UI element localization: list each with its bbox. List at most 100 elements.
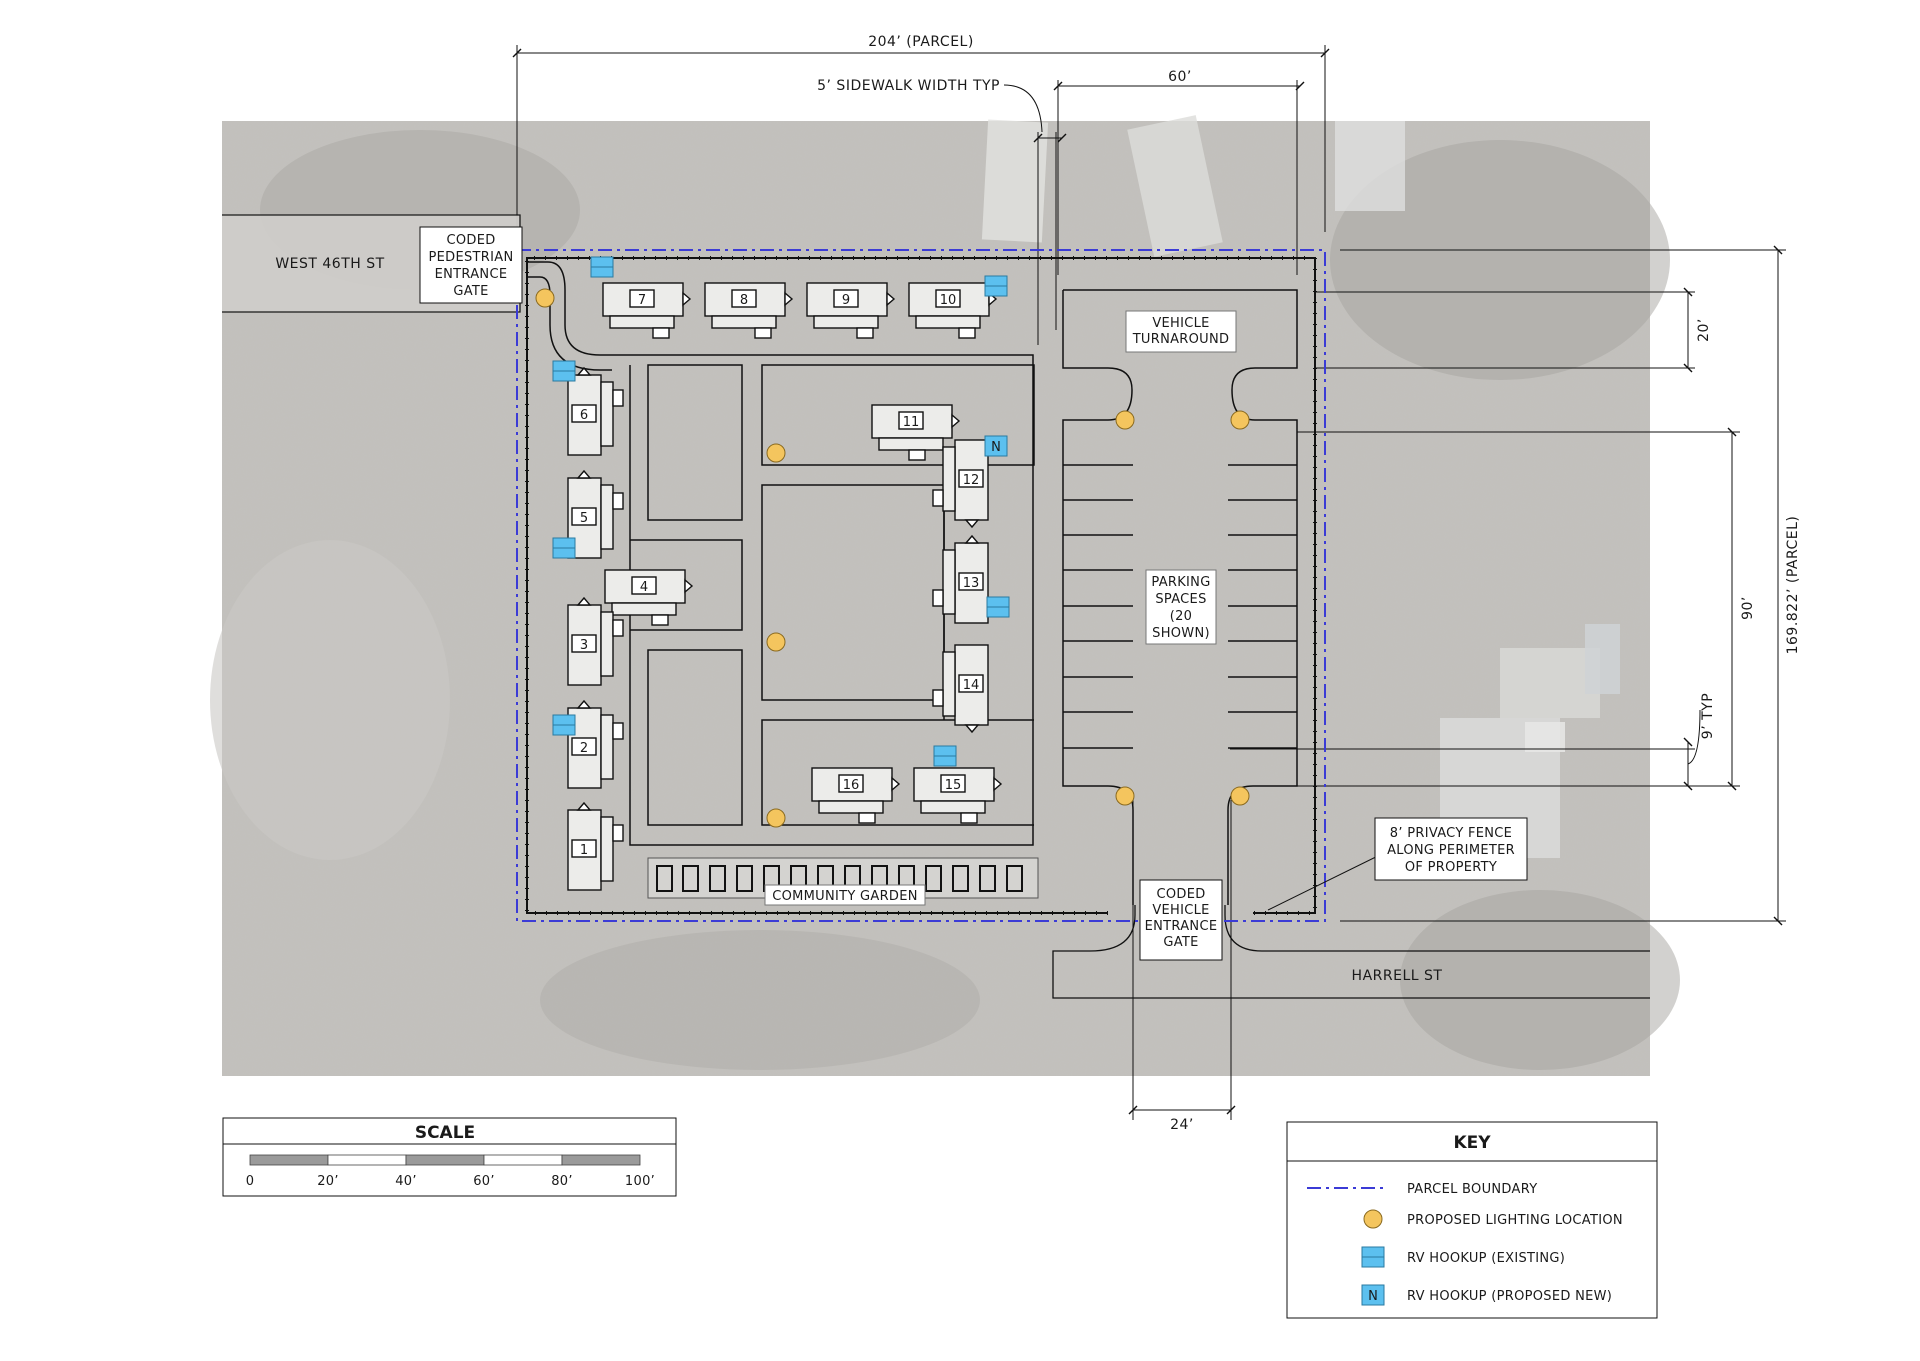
callout-ped-gate: CODED PEDESTRIAN ENTRANCE GATE xyxy=(419,226,523,304)
unit-13: 13 xyxy=(932,534,989,624)
key-item-hookup-new: RV HOOKUP (PROPOSED NEW) xyxy=(1407,1289,1612,1304)
light-icon xyxy=(535,288,555,308)
unit-10: 10 xyxy=(908,282,998,339)
svg-text:9: 9 xyxy=(842,293,850,308)
rv-hookup-new-icon: N xyxy=(1361,1284,1385,1306)
svg-text:PARKING: PARKING xyxy=(1151,575,1210,590)
svg-text:ENTRANCE: ENTRANCE xyxy=(1145,919,1218,934)
svg-text:GATE: GATE xyxy=(1163,935,1198,950)
callout-parking: PARKING SPACES (20 SHOWN) xyxy=(1145,569,1217,645)
svg-text:10: 10 xyxy=(940,293,957,308)
turnaround-dim-label: 20’ xyxy=(1696,318,1712,342)
svg-text:N: N xyxy=(991,440,1001,455)
unit-14: 14 xyxy=(932,644,989,734)
rv-hookup-new-icon: N xyxy=(984,435,1008,457)
key-item-boundary: PARCEL BOUNDARY xyxy=(1407,1182,1537,1197)
unit-6: 6 xyxy=(567,366,624,456)
rv-hookup-icon xyxy=(590,256,614,278)
unit-7: 7 xyxy=(602,282,692,339)
svg-text:2: 2 xyxy=(580,741,588,756)
svg-text:TURNAROUND: TURNAROUND xyxy=(1132,332,1230,347)
unit-11: 11 xyxy=(871,404,961,461)
rv-hookup-icon xyxy=(986,596,1010,618)
scale-title: SCALE xyxy=(415,1123,475,1143)
dimension-labels: 204’ (PARCEL) 60’ 5’ SIDEWALK WIDTH TYP … xyxy=(817,34,1801,1133)
key-item-hookup-existing: RV HOOKUP (EXISTING) xyxy=(1407,1251,1565,1266)
light-icon xyxy=(1230,786,1250,806)
light-icon xyxy=(766,632,786,652)
rv-hookup-icon xyxy=(1361,1246,1385,1268)
svg-text:CODED: CODED xyxy=(446,233,495,248)
key-title: KEY xyxy=(1453,1133,1491,1153)
unit-9: 9 xyxy=(806,282,896,339)
parking-run-dim-label: 90’ xyxy=(1740,596,1756,620)
callout-fence: 8’ PRIVACY FENCE ALONG PERIMETER OF PROP… xyxy=(1267,817,1528,911)
dimension-lines xyxy=(512,45,1786,1120)
svg-text:12: 12 xyxy=(963,473,980,488)
svg-text:13: 13 xyxy=(963,576,980,591)
svg-text:3: 3 xyxy=(580,638,588,653)
svg-text:VEHICLE: VEHICLE xyxy=(1152,316,1209,331)
unit-2: 2 xyxy=(567,699,624,789)
svg-text:ENTRANCE: ENTRANCE xyxy=(435,267,508,282)
unit-12: 12 xyxy=(932,439,989,529)
light-icon xyxy=(766,808,786,828)
svg-text:7: 7 xyxy=(638,293,646,308)
svg-text:6: 6 xyxy=(580,408,588,423)
rv-hookups: N xyxy=(552,256,1010,767)
scale-legend: SCALE 0 20’ 40’ 60’ 80’ 100’ xyxy=(222,1117,677,1197)
svg-text:N: N xyxy=(1368,1289,1378,1304)
garden-label: COMMUNITY GARDEN xyxy=(772,889,918,904)
sidewalk-width-label: 5’ SIDEWALK WIDTH TYP xyxy=(817,78,1000,94)
svg-text:8’ PRIVACY FENCE: 8’ PRIVACY FENCE xyxy=(1390,826,1512,841)
svg-text:SHOWN): SHOWN) xyxy=(1152,626,1210,641)
svg-text:ALONG PERIMETER: ALONG PERIMETER xyxy=(1387,843,1515,858)
lighting-locations xyxy=(535,288,1250,828)
light-icon xyxy=(766,443,786,463)
key-item-lighting: PROPOSED LIGHTING LOCATION xyxy=(1407,1213,1623,1228)
street-label-harrell: HARRELL ST xyxy=(1352,968,1443,984)
unit-1: 1 xyxy=(567,801,624,891)
svg-text:80’: 80’ xyxy=(551,1174,573,1189)
rv-hookup-icon xyxy=(984,275,1008,297)
drive-width-label: 24’ xyxy=(1170,1117,1194,1133)
svg-text:OF PROPERTY: OF PROPERTY xyxy=(1405,860,1497,875)
community-garden: COMMUNITY GARDEN xyxy=(647,857,1039,906)
rv-hookup-icon xyxy=(552,537,576,559)
svg-text:15: 15 xyxy=(945,778,962,793)
parking-depth-label: 60’ xyxy=(1168,69,1192,85)
rv-hookup-icon xyxy=(933,745,957,767)
svg-text:0: 0 xyxy=(246,1174,255,1189)
svg-text:40’: 40’ xyxy=(395,1174,417,1189)
svg-text:5: 5 xyxy=(580,511,588,526)
svg-text:(20: (20 xyxy=(1170,609,1193,624)
svg-text:11: 11 xyxy=(903,415,920,430)
svg-text:16: 16 xyxy=(843,778,860,793)
unit-4: 4 xyxy=(604,569,694,626)
parcel-depth-label: 169.822’ (PARCEL) xyxy=(1785,516,1801,655)
light-circle-icon xyxy=(1363,1209,1383,1229)
privacy-fence xyxy=(525,256,1317,915)
unit-15: 15 xyxy=(913,767,1003,824)
light-icon xyxy=(1230,410,1250,430)
svg-text:VEHICLE: VEHICLE xyxy=(1152,903,1209,918)
parcel-width-label: 204’ (PARCEL) xyxy=(868,34,974,50)
svg-text:CODED: CODED xyxy=(1156,887,1205,902)
callout-vehicle-gate: CODED VEHICLE ENTRANCE GATE xyxy=(1139,879,1223,961)
space-width-label: 9’ TYP xyxy=(1700,693,1716,739)
svg-text:PEDESTRIAN: PEDESTRIAN xyxy=(429,250,514,265)
parcel-boundary xyxy=(516,249,1326,922)
svg-text:GATE: GATE xyxy=(453,284,488,299)
svg-text:20’: 20’ xyxy=(317,1174,339,1189)
unit-3: 3 xyxy=(567,596,624,686)
key-legend: KEY PARCEL BOUNDARY PROPOSED LIGHTING LO… xyxy=(1286,1121,1658,1319)
svg-text:14: 14 xyxy=(963,678,980,693)
rv-units: 7 8 9 10 11 4 16 xyxy=(567,282,1003,891)
rv-hookup-icon xyxy=(552,360,576,382)
svg-text:SPACES: SPACES xyxy=(1155,592,1206,607)
svg-text:8: 8 xyxy=(740,293,748,308)
unit-16: 16 xyxy=(811,767,901,824)
svg-text:100’: 100’ xyxy=(625,1174,655,1189)
